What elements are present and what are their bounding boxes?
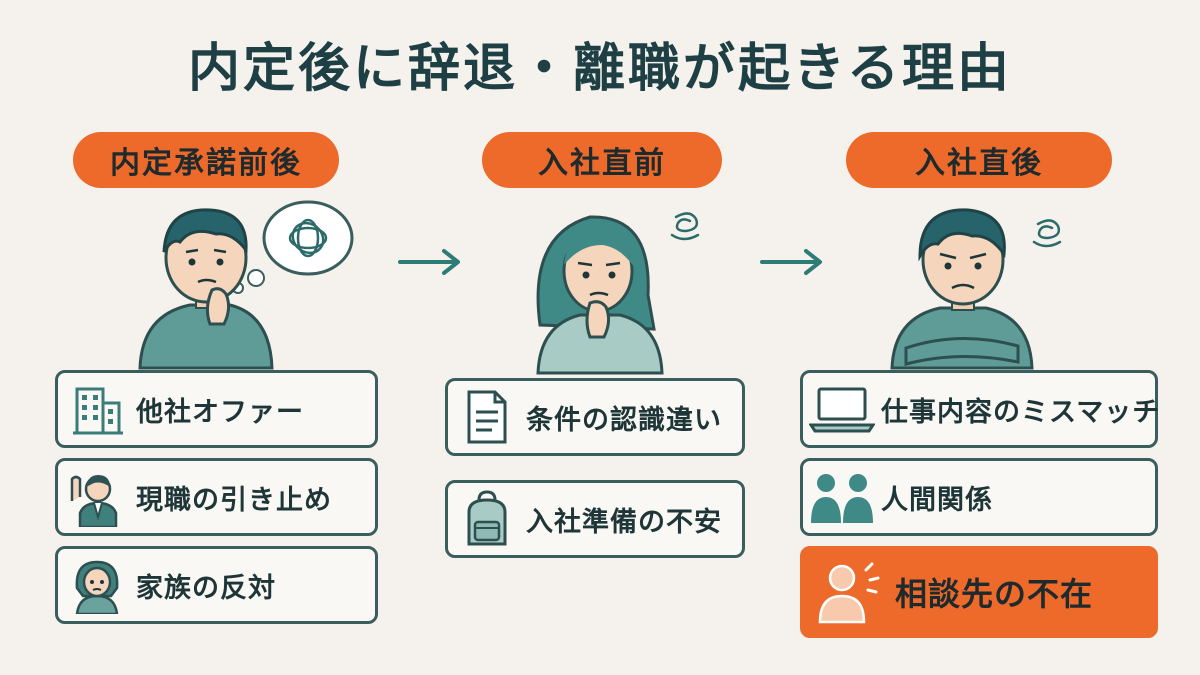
reason-label: 家族の反対 xyxy=(136,572,276,604)
reason-label: 現職の引き止め xyxy=(136,484,332,516)
page-title: 内定後に辞退・離職が起きる理由 xyxy=(188,39,1012,99)
reason-card-job-mismatch: 仕事内容のミスマッチ xyxy=(800,370,1161,448)
reason-card-relationships: 人間関係 xyxy=(800,458,1158,536)
backpack-icon xyxy=(448,488,526,550)
reason-label: 入社準備の不安 xyxy=(526,506,722,538)
businessman-raising-hand-icon xyxy=(58,466,136,528)
stage-1-label: 内定承諾前後 xyxy=(73,132,339,188)
arrow-right-icon xyxy=(398,249,460,275)
reason-card-condition-gap: 条件の認識違い xyxy=(445,378,745,456)
document-icon xyxy=(448,386,526,448)
reason-card-retention: 現職の引き止め xyxy=(55,458,378,536)
reason-card-family-opposition: 家族の反対 xyxy=(55,546,378,624)
arms-crossed-man-icon xyxy=(890,208,1062,370)
reason-label: 相談先の不在 xyxy=(895,575,1094,613)
reason-card-onboarding-anxiety: 入社準備の不安 xyxy=(445,480,745,558)
reason-card-other-offer: 他社オファー xyxy=(55,370,378,448)
worried-woman-icon xyxy=(58,554,136,616)
office-building-icon xyxy=(58,378,136,440)
stage-2-label: 入社直前 xyxy=(482,132,722,188)
reason-label: 人間関係 xyxy=(881,484,993,516)
laptop-icon xyxy=(803,378,881,440)
reason-label: 他社オファー xyxy=(136,396,304,428)
stage-3-label: 入社直後 xyxy=(846,132,1112,188)
reason-label: 仕事内容のミスマッチ xyxy=(881,396,1161,428)
anxious-woman-icon xyxy=(536,212,700,375)
lonely-person-icon xyxy=(803,561,895,624)
arrow-right-icon xyxy=(760,249,822,275)
reason-label: 条件の認識違い xyxy=(526,404,722,436)
reason-card-no-consultant: 相談先の不在 xyxy=(800,546,1158,638)
two-people-icon xyxy=(803,466,881,528)
thinking-man-icon xyxy=(138,200,354,370)
